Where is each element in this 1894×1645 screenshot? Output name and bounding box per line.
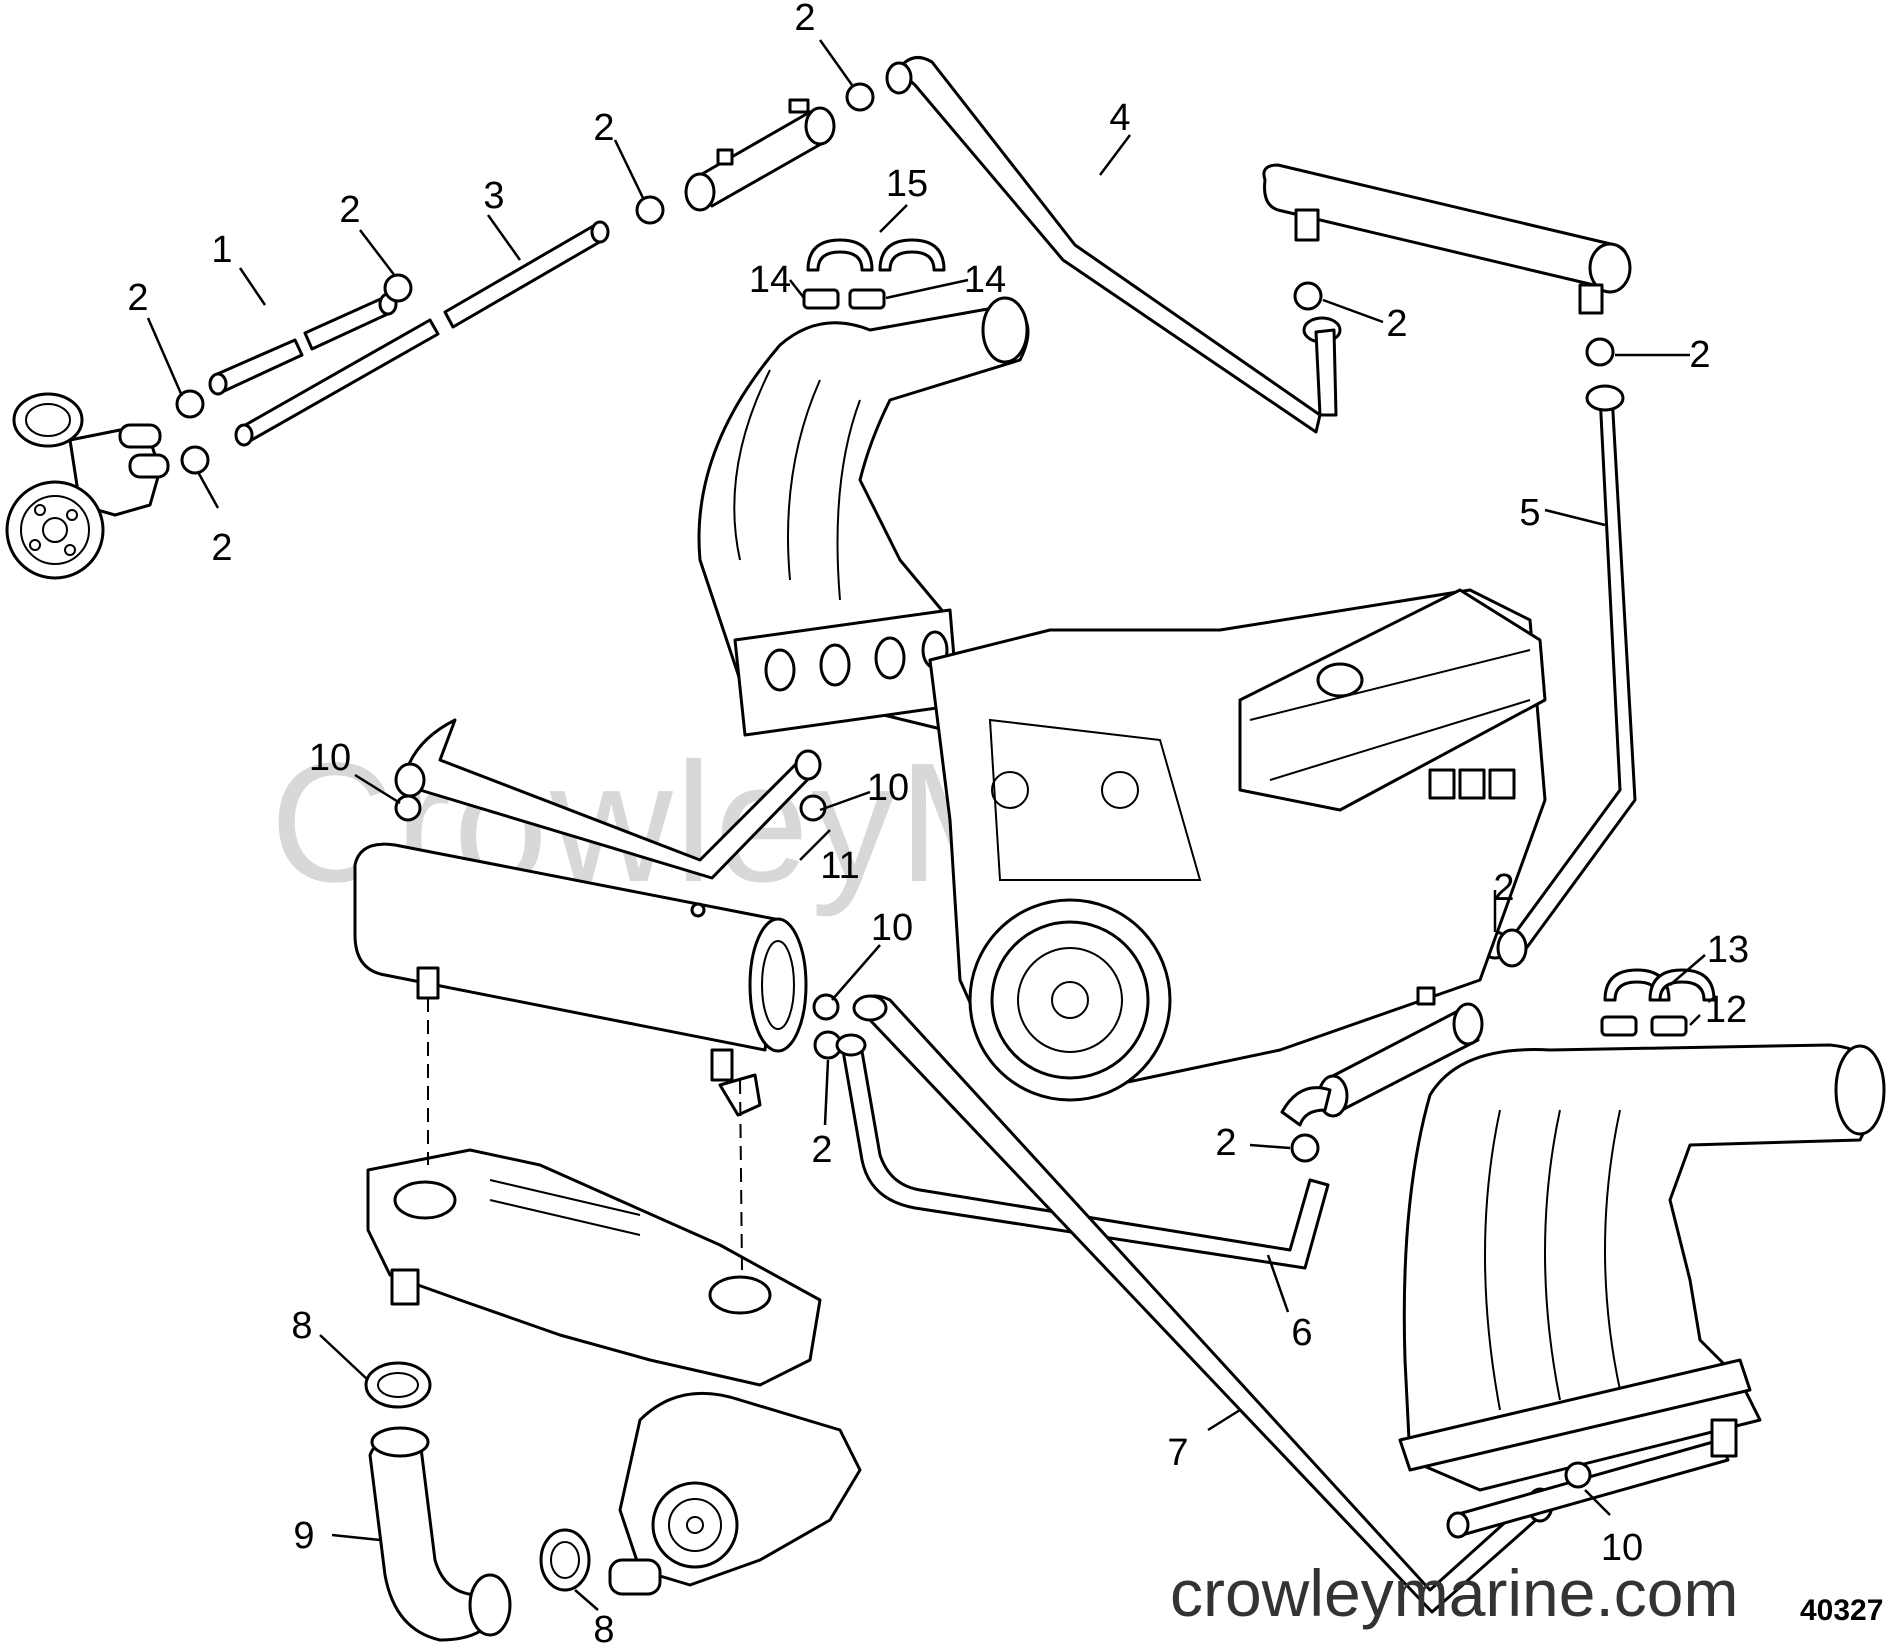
callout-10b: 10 [867,767,909,809]
callout-10a: 10 [309,737,351,779]
callout-5: 5 [1519,492,1540,534]
callout-2b: 2 [339,189,360,231]
elbow-13 [1603,968,1716,1002]
callout-9: 9 [293,1515,314,1557]
callouts: 1 2 2 3 2 2 2 4 15 14 14 2 2 5 10 10 11 … [127,0,1749,1645]
clamps-12 [1600,1015,1688,1037]
callout-10c: 10 [871,907,913,949]
hose-1 [208,292,398,396]
callout-4: 4 [1109,97,1130,139]
exhaust-manifold-left [697,296,1030,737]
thermostat-housing [366,1073,822,1387]
callout-15: 15 [886,163,928,205]
callout-14a: 14 [749,259,791,301]
hose-3 [234,220,610,447]
hose-5 [1496,384,1637,968]
engine-block [928,588,1547,1102]
hose-6 [835,1033,1330,1270]
heat-exchanger-top-right [1262,163,1632,315]
seawater-pump [5,392,170,580]
callout-2j: 2 [1215,1122,1236,1164]
clamp-8-lower [539,1528,591,1592]
callout-2d: 2 [794,0,815,39]
callout-13: 13 [1707,929,1749,971]
callout-2i: 2 [1493,867,1514,909]
clamp-8-upper [364,1361,432,1409]
callout-10d: 10 [1601,1527,1643,1569]
callout-8a: 8 [291,1305,312,1347]
clamps-14 [802,288,886,310]
small-cooler-right [1280,986,1484,1127]
callout-2a: 2 [127,277,148,319]
callout-7: 7 [1167,1432,1188,1474]
callout-3: 3 [483,175,504,217]
hose-11 [394,718,822,880]
figure-number: 40327 [1800,1594,1884,1627]
hose-4 [885,56,1342,434]
callout-8b: 8 [593,1609,614,1645]
hose-9 [368,1426,512,1642]
callout-2f: 2 [1386,303,1407,345]
callout-14b: 14 [964,259,1006,301]
dashed-line-right [739,1079,743,1271]
callout-12: 12 [1705,989,1747,1031]
elbow-15 [806,238,946,272]
callout-2h: 2 [811,1129,832,1171]
circulating-pump [608,1391,862,1596]
callout-11: 11 [820,845,859,887]
website-label: crowleymarine.com [1170,1556,1739,1630]
callout-1: 1 [211,229,232,271]
hose-clamps [175,82,1615,1163]
clamps-10 [394,794,1592,1489]
callout-2g: 2 [1689,334,1710,376]
leader-lines [146,39,1706,1611]
exhaust-manifold-right [1398,1043,1886,1539]
callout-2c: 2 [593,107,614,149]
heat-exchanger-main [353,842,808,1082]
callout-2e: 2 [211,527,232,569]
callout-6: 6 [1291,1312,1312,1354]
small-cooler-top [684,98,836,212]
